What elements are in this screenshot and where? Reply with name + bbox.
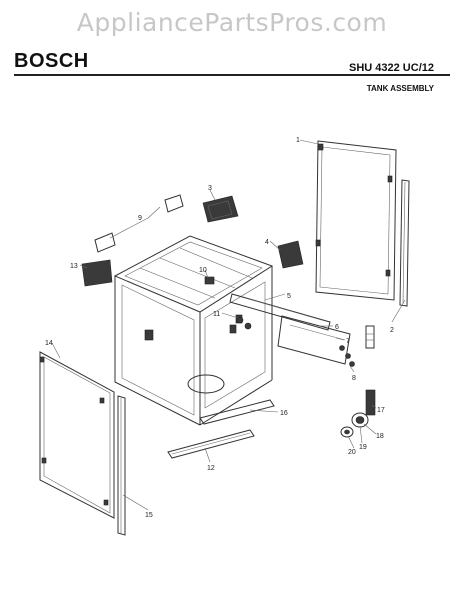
callout-8: 8	[352, 375, 356, 382]
callout-labels: 1 2 3 4 5 6 7 8 9 10 11 12 13 14 15 16 1…	[45, 137, 394, 519]
part-tank-body	[113, 235, 274, 426]
callout-6: 6	[335, 324, 339, 331]
callout-12: 12	[207, 465, 215, 472]
callout-17: 17	[377, 407, 385, 414]
part-hose-fitting	[340, 325, 376, 438]
section-title: TANK ASSEMBLY	[366, 84, 434, 93]
header-rule	[14, 74, 450, 76]
part-base-rail	[199, 399, 275, 425]
part-item-11	[236, 316, 252, 330]
callout-18: 18	[376, 433, 384, 440]
part-screws	[339, 345, 355, 367]
callout-14: 14	[45, 340, 53, 347]
callout-9: 9	[138, 215, 142, 222]
part-bracket-right	[277, 240, 304, 269]
part-trim-strip-left	[117, 395, 126, 536]
callout-19: 19	[359, 444, 367, 451]
part-bracket-top	[202, 195, 239, 223]
part-bottom-strip	[167, 429, 255, 459]
model-number: SHU 4322 UC/12	[349, 62, 434, 74]
part-trim-strip-right	[399, 179, 410, 307]
callout-5: 5	[287, 293, 291, 300]
callout-20: 20	[348, 449, 356, 456]
part-side-panel-left	[39, 351, 115, 519]
callout-13: 13	[70, 263, 78, 270]
callout-1: 1	[296, 137, 300, 144]
callout-7: 7	[346, 338, 350, 345]
callout-2: 2	[390, 327, 394, 334]
callout-3: 3	[208, 185, 212, 192]
watermark: AppliancePartsPros.com	[76, 8, 388, 37]
part-side-panel-right	[315, 140, 397, 301]
part-bracket-left	[81, 259, 113, 287]
part-upper-rails	[229, 293, 351, 365]
callout-16: 16	[280, 410, 288, 417]
brand-logo: BOSCH	[14, 50, 89, 72]
leader-lines	[51, 139, 406, 511]
part-small-clip	[204, 276, 215, 285]
callout-11: 11	[213, 311, 220, 318]
callout-15: 15	[145, 512, 153, 519]
callout-10: 10	[199, 267, 207, 274]
callout-4: 4	[265, 239, 269, 246]
part-clips	[94, 194, 184, 253]
